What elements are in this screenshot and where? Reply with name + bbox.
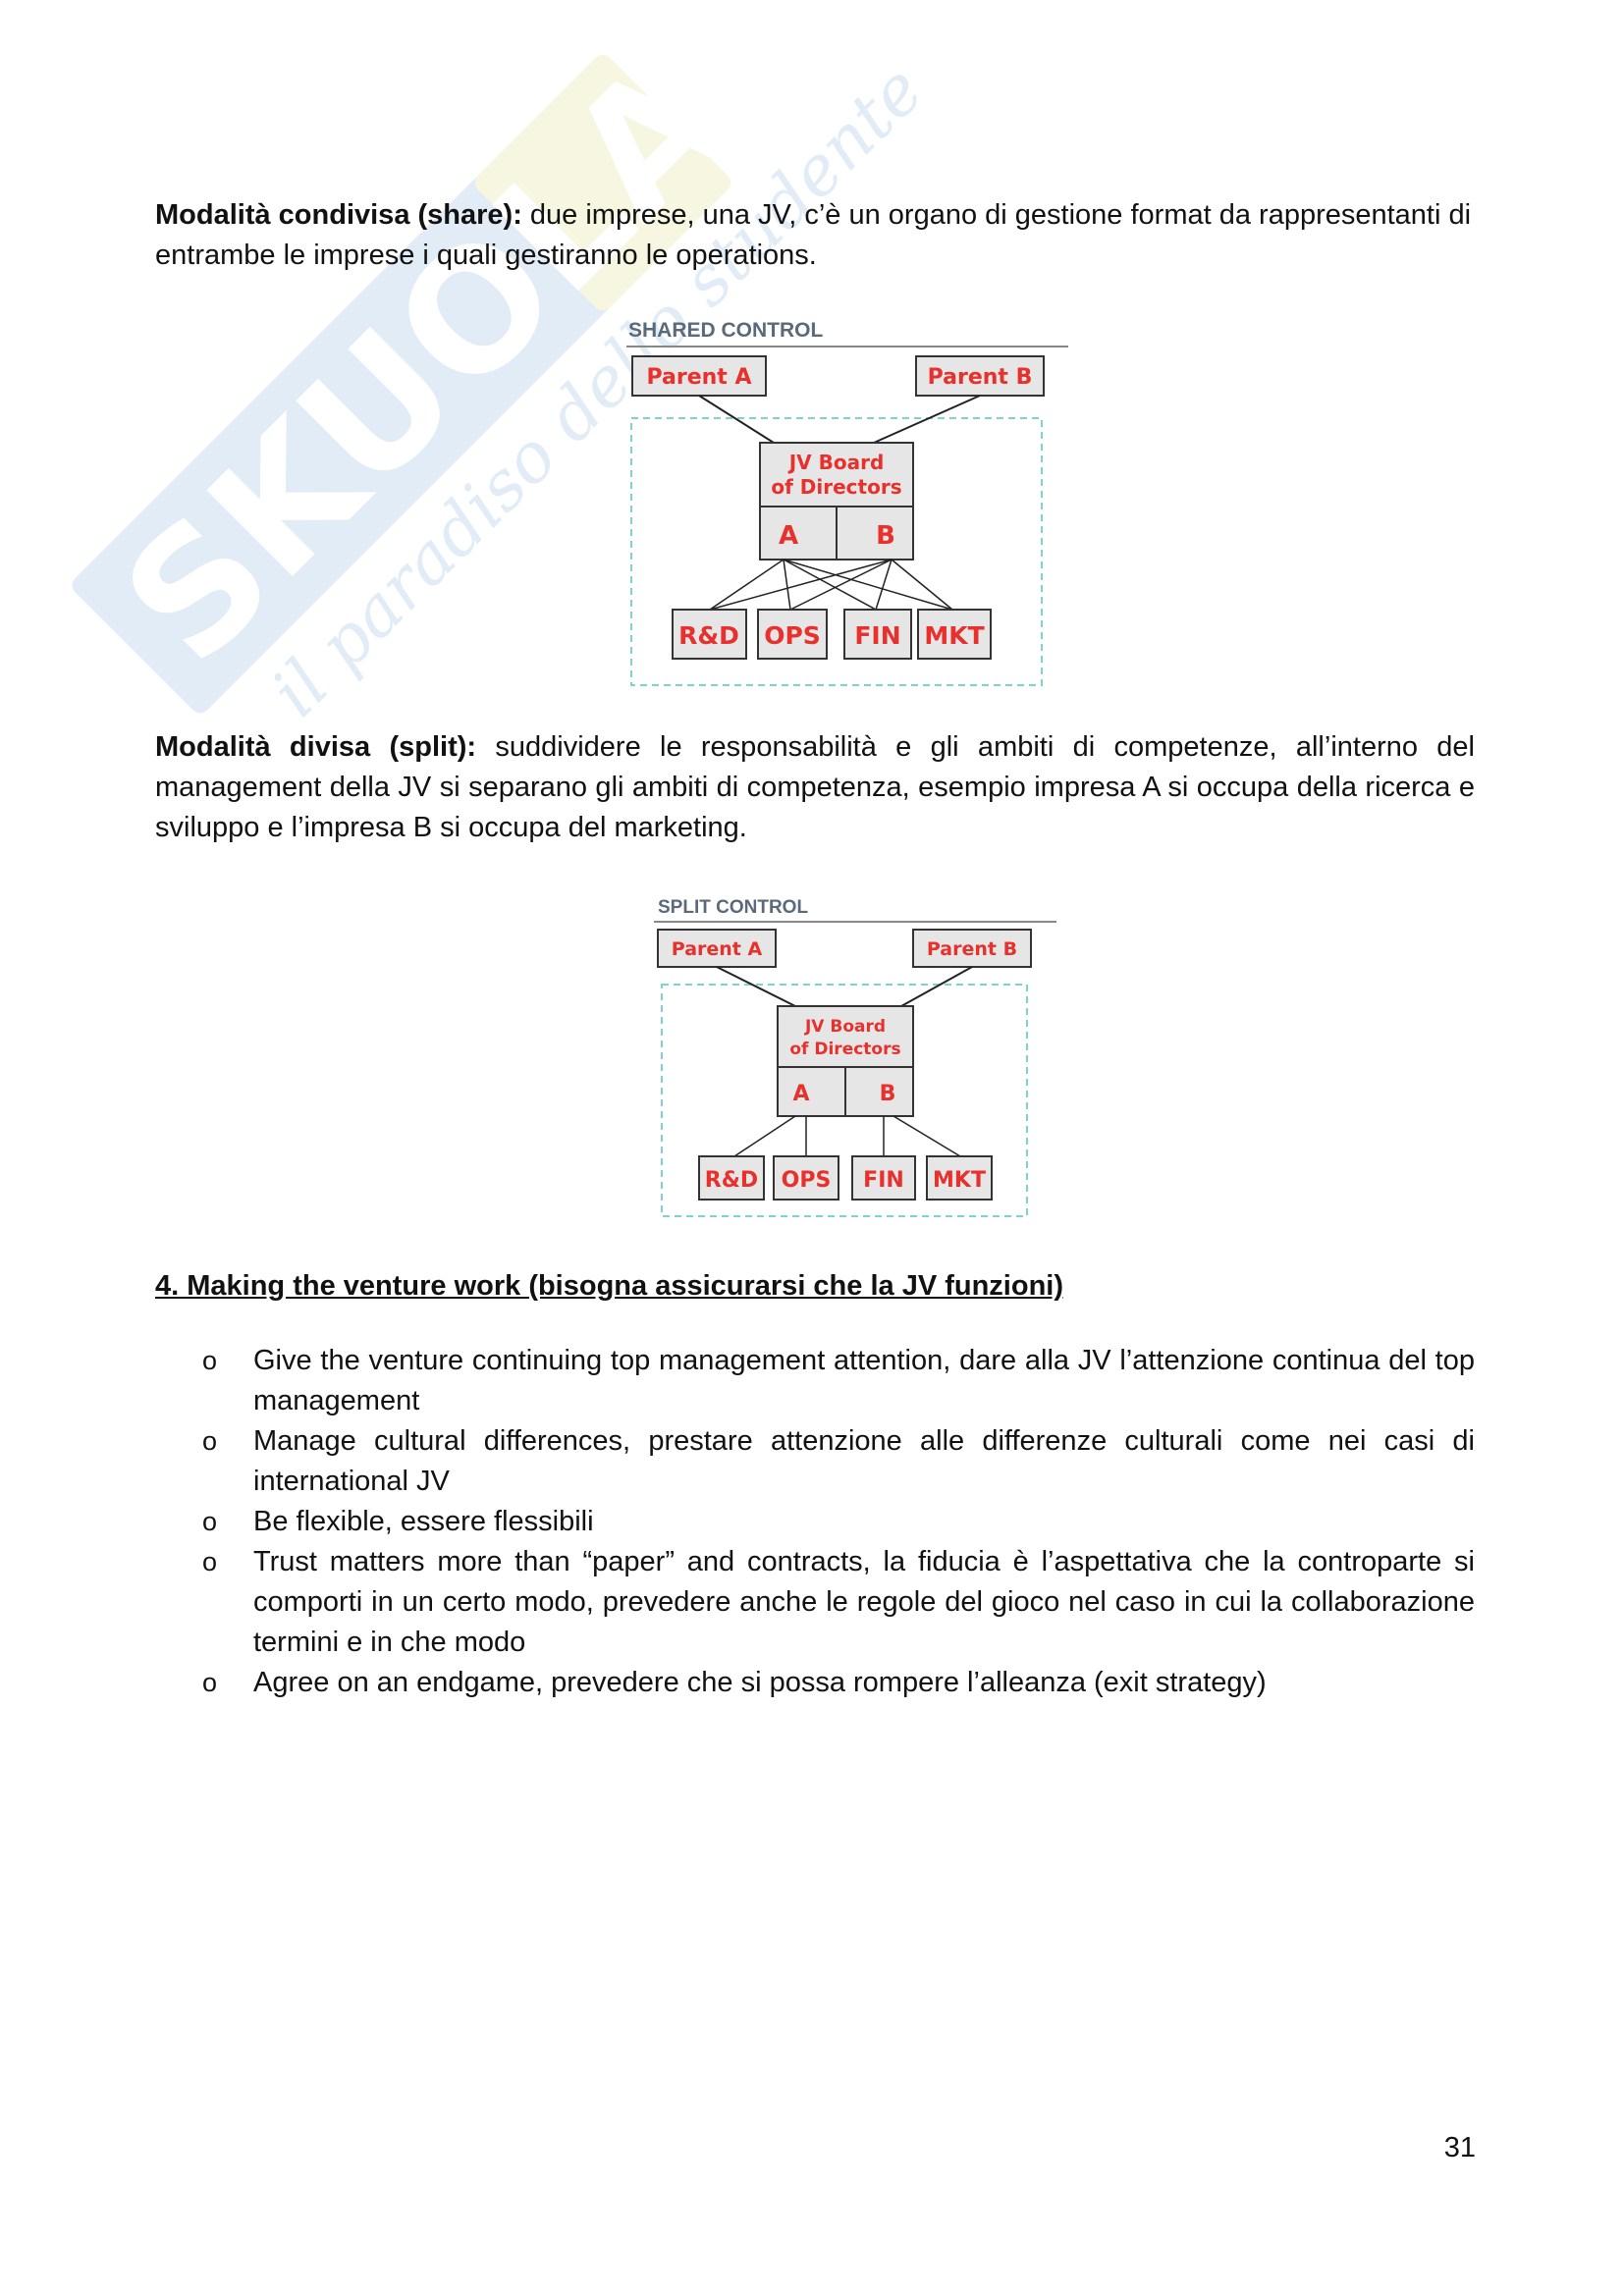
shared-diagram-title: SHARED CONTROL	[628, 319, 824, 342]
list-item-text: Agree on an endgame, prevedere che si po…	[253, 1667, 1267, 1698]
shared-function-rd: R&D	[678, 621, 739, 650]
shared-parent-a-label: Parent A	[646, 365, 751, 390]
shared-function-ops: OPS	[764, 621, 821, 650]
shared-link-parent-b	[873, 395, 981, 444]
bullet-marker: o	[202, 1668, 218, 1697]
shared-function-mkt-box	[917, 609, 992, 660]
shared-seat-a-label: A	[779, 521, 798, 551]
split-board-line2: of Directors	[789, 1040, 900, 1059]
shared-board-line1: JV Board	[787, 451, 885, 474]
shared-parent-b-label: Parent B	[928, 365, 1033, 390]
page-number: 31	[1443, 2132, 1476, 2163]
split-function-mkt-box	[926, 1155, 993, 1201]
shared-link-parent-a	[698, 395, 775, 444]
split-function-ops: OPS	[782, 1168, 832, 1193]
bullet-marker: o	[202, 1426, 218, 1456]
shared-text: due imprese, una JV, c’è un organo di ge…	[155, 199, 1472, 271]
shared-seat-b-box	[836, 506, 914, 561]
list-item: o Agree on an endgame, prevedere che si p…	[155, 1663, 1475, 1703]
split-function-fin-box	[851, 1155, 916, 1201]
list-item: o Give the venture continuing top managem…	[155, 1341, 1475, 1421]
split-parent-a-label: Parent A	[672, 938, 763, 960]
split-link-parent-a	[716, 966, 796, 1007]
split-jv-boundary	[661, 984, 1028, 1217]
shared-function-fin: FIN	[854, 621, 900, 650]
list-item: o Manage cultural differences, prestare a…	[155, 1421, 1475, 1502]
split-control-diagram: SPLIT CONTROL Parent A Parent B JV Board…	[654, 897, 1056, 1217]
list-item: o Be flexible, essere flessibili	[155, 1502, 1475, 1542]
split-seat-a-label: A	[792, 1082, 809, 1106]
shared-seat-b-label: B	[876, 521, 895, 551]
split-link-parent-b	[900, 966, 973, 1007]
watermark-blue-band	[72, 131, 655, 714]
watermark-yellow-block	[474, 54, 731, 311]
shared-heading: Modalità condivisa (share):	[155, 199, 522, 231]
split-seat-a-box	[777, 1066, 846, 1117]
bullet-marker: o	[202, 1346, 218, 1375]
split-seat-b-label: B	[880, 1082, 896, 1106]
shared-function-ops-box	[757, 609, 828, 660]
split-function-fin: FIN	[863, 1168, 904, 1193]
shared-function-rd-box	[672, 609, 747, 660]
split-board-line1: JV Board	[804, 1017, 886, 1037]
split-text: suddividere le responsabilità e gli ambi…	[155, 731, 1476, 843]
split-function-rd: R&D	[705, 1168, 758, 1193]
list-item: o Trust matters more than “paper” and con…	[155, 1542, 1475, 1663]
shared-cross-links	[709, 559, 953, 611]
split-board-box	[777, 1005, 914, 1068]
list-item-text: Be flexible, essere flessibili	[253, 1506, 594, 1537]
shared-function-fin-box	[843, 609, 912, 660]
shared-function-mkt: MKT	[924, 621, 984, 650]
section-heading: 4. Making the venture work (bisogna assi…	[155, 1270, 1064, 1302]
split-links	[733, 1115, 961, 1157]
split-diagram-title: SPLIT CONTROL	[658, 897, 808, 918]
split-function-ops-box	[773, 1155, 839, 1201]
bullet-marker: o	[202, 1507, 218, 1536]
list-item-text: Give the venture continuing top manageme…	[253, 1345, 1475, 1416]
split-heading: Modalità divisa (split):	[155, 731, 477, 763]
shared-control-diagram: SHARED CONTROL Parent A Parent B JV Boar…	[626, 319, 1068, 686]
shared-jv-boundary	[630, 417, 1043, 686]
bullet-marker: o	[202, 1547, 218, 1576]
split-function-mkt: MKT	[933, 1168, 986, 1193]
bullet-list: o Give the venture continuing top managem…	[155, 1341, 1475, 1703]
split-paragraph: Modalità divisa (split): suddividere le …	[155, 727, 1475, 848]
split-parent-b-label: Parent B	[927, 938, 1017, 960]
list-item-text: Trust matters more than “paper” and cont…	[253, 1546, 1475, 1658]
list-item-text: Manage cultural differences, prestare at…	[253, 1425, 1475, 1497]
split-seat-b-box	[844, 1066, 914, 1117]
shared-paragraph: Modalità condivisa (share): due imprese,…	[155, 195, 1475, 276]
split-function-rd-box	[698, 1155, 765, 1201]
shared-board-line2: of Directors	[771, 475, 901, 499]
shared-parent-a-box	[631, 355, 767, 397]
shared-board-box	[759, 442, 914, 507]
